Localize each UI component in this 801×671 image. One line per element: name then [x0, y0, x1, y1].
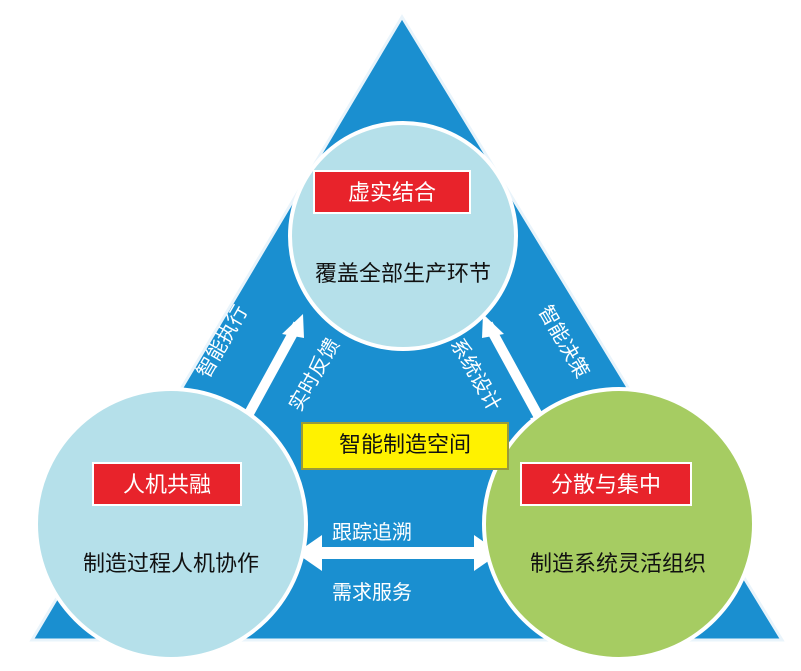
node-left-text: 制造过程人机协作: [82, 552, 259, 577]
node-left-tag: 人机共融: [92, 462, 242, 506]
edge-label-bottom-bottom: 需求服务: [332, 580, 412, 604]
node-top-circle: [288, 121, 518, 351]
node-top-tag: 虚实结合: [313, 170, 471, 214]
center-label: 智能制造空间: [301, 422, 509, 470]
node-right-tag: 分散与集中: [520, 462, 692, 506]
node-top-text: 覆盖全部生产环节: [314, 262, 491, 287]
edge-label-bottom-top: 跟踪追溯: [332, 520, 412, 544]
node-right-circle: [482, 387, 756, 661]
node-left-circle: [34, 387, 308, 661]
node-right-text: 制造系统灵活组织: [529, 552, 706, 577]
